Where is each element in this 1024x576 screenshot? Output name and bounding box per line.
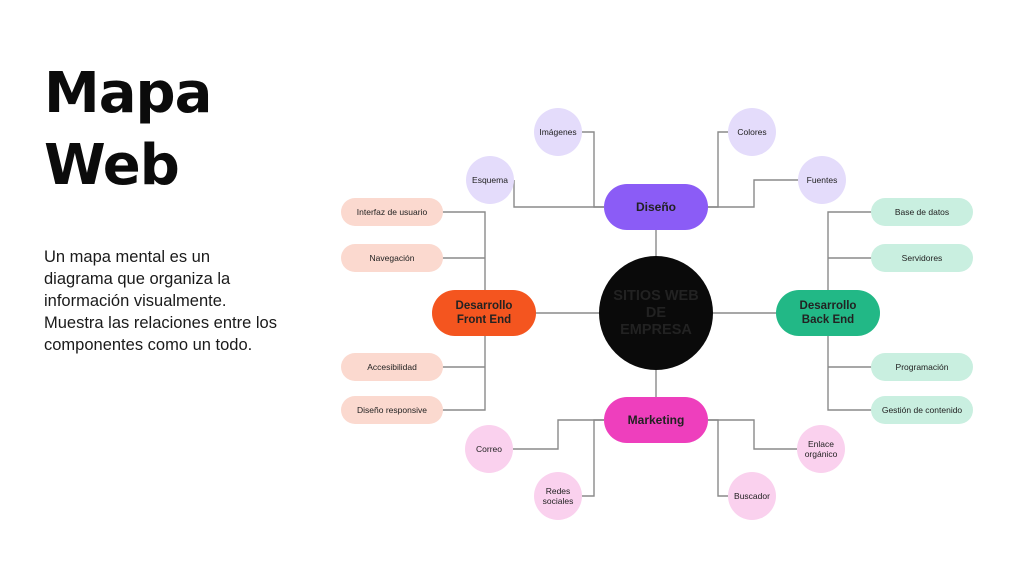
connector-frontend-top <box>442 211 486 291</box>
node-label: Marketing <box>628 413 685 427</box>
connector-backend-top <box>827 211 872 291</box>
leaf-node-buscador: Buscador <box>728 472 776 520</box>
slide-title-line-1: Mapa <box>44 61 212 126</box>
node-label: Imágenes <box>539 127 576 137</box>
center-node-shape <box>599 256 713 370</box>
branch-node-marketing-shape <box>604 397 708 443</box>
connector-diseno-imagenes <box>582 131 604 208</box>
leaf-node-correo-shape <box>465 425 513 473</box>
leaf-node-imagenes: Imágenes <box>534 108 582 156</box>
leaf-node-correo: Correo <box>465 425 513 473</box>
node-label: Diseño <box>636 200 676 214</box>
branch-node-backend-shape <box>776 290 880 336</box>
node-label: Front End <box>457 314 511 326</box>
node-label: Colores <box>737 127 766 137</box>
connector-diseno-colores <box>707 131 728 208</box>
leaf-node-fuentes: Fuentes <box>798 156 846 204</box>
connector-marketing-redes <box>582 419 604 497</box>
node-label: Navegación <box>370 253 415 263</box>
node-label: Fuentes <box>807 175 838 185</box>
slide-title: Mapa Web <box>44 58 212 202</box>
node-label: DE <box>646 305 666 321</box>
node-label: Back End <box>802 314 854 326</box>
node-label: Desarrollo <box>800 300 857 312</box>
node-label: Enlace <box>808 439 834 449</box>
node-label: Accesibilidad <box>367 362 417 372</box>
node-label: sociales <box>543 496 574 506</box>
connector-marketing-buscador <box>707 419 728 497</box>
leaf-node-gestion-shape <box>871 396 973 424</box>
branch-node-frontend-shape <box>432 290 536 336</box>
leaf-node-enlace-shape <box>797 425 845 473</box>
leaf-node-interfaz-shape <box>341 198 443 226</box>
leaf-node-basedatos: Base de datos <box>871 198 973 226</box>
node-label: Desarrollo <box>456 300 513 312</box>
node-label: Buscador <box>734 491 770 501</box>
leaf-node-colores: Colores <box>728 108 776 156</box>
leaf-node-accesibilidad-shape <box>341 353 443 381</box>
connector-marketing-enlace <box>707 419 797 450</box>
leaf-node-servidores-shape <box>871 244 973 272</box>
slide-description: Un mapa mental es un diagrama que organi… <box>44 246 304 356</box>
node-label: Base de datos <box>895 207 949 217</box>
description-line: Muestra las relaciones entre los <box>44 314 277 332</box>
branch-node-diseno-shape <box>604 184 708 230</box>
description-line: diagrama que organiza la <box>44 270 231 288</box>
node-label: Programación <box>896 362 949 372</box>
leaf-node-fuentes-shape <box>798 156 846 204</box>
leaf-node-accesibilidad: Accesibilidad <box>341 353 443 381</box>
connector-diseno-fuentes <box>707 179 799 208</box>
leaf-node-basedatos-shape <box>871 198 973 226</box>
description-line: Un mapa mental es un <box>44 248 211 266</box>
branch-node-marketing: Marketing <box>604 397 708 443</box>
description-line: información visualmente. <box>44 292 227 310</box>
leaf-node-navegacion: Navegación <box>341 244 443 272</box>
node-label: Gestión de contenido <box>882 405 963 415</box>
description-line: componentes como un todo. <box>44 336 253 354</box>
connector-frontend-bottom <box>442 335 486 411</box>
slide-title-line-2: Web <box>44 133 180 198</box>
leaf-node-programacion-shape <box>871 353 973 381</box>
leaf-node-esquema-shape <box>466 156 514 204</box>
leaf-node-colores-shape <box>728 108 776 156</box>
leaf-node-servidores: Servidores <box>871 244 973 272</box>
leaf-node-navegacion-shape <box>341 244 443 272</box>
connector-lines <box>442 131 872 497</box>
leaf-node-interfaz: Interfaz de usuario <box>341 198 443 226</box>
node-label: EMPRESA <box>620 322 692 338</box>
node-label: Redes <box>546 486 571 496</box>
leaf-node-buscador-shape <box>728 472 776 520</box>
node-label: orgánico <box>805 449 838 459</box>
node-label: SITIOS WEB <box>613 288 698 304</box>
leaf-node-gestion: Gestión de contenido <box>871 396 973 424</box>
leaf-node-responsive-shape <box>341 396 443 424</box>
leaf-node-esquema: Esquema <box>466 156 514 204</box>
connector-backend-bottom <box>827 335 872 411</box>
connector-marketing-correo <box>513 419 604 450</box>
leaf-node-imagenes-shape <box>534 108 582 156</box>
branch-node-diseno: Diseño <box>604 184 708 230</box>
node-label: Correo <box>476 444 502 454</box>
node-label: Interfaz de usuario <box>357 207 428 217</box>
node-label: Diseño responsive <box>357 405 427 415</box>
leaf-node-responsive: Diseño responsive <box>341 396 443 424</box>
leaf-node-programacion: Programación <box>871 353 973 381</box>
node-label: Esquema <box>472 175 508 185</box>
leaf-node-redes-shape <box>534 472 582 520</box>
connector-diseno-esquema <box>513 180 604 208</box>
node-label: Servidores <box>902 253 943 263</box>
